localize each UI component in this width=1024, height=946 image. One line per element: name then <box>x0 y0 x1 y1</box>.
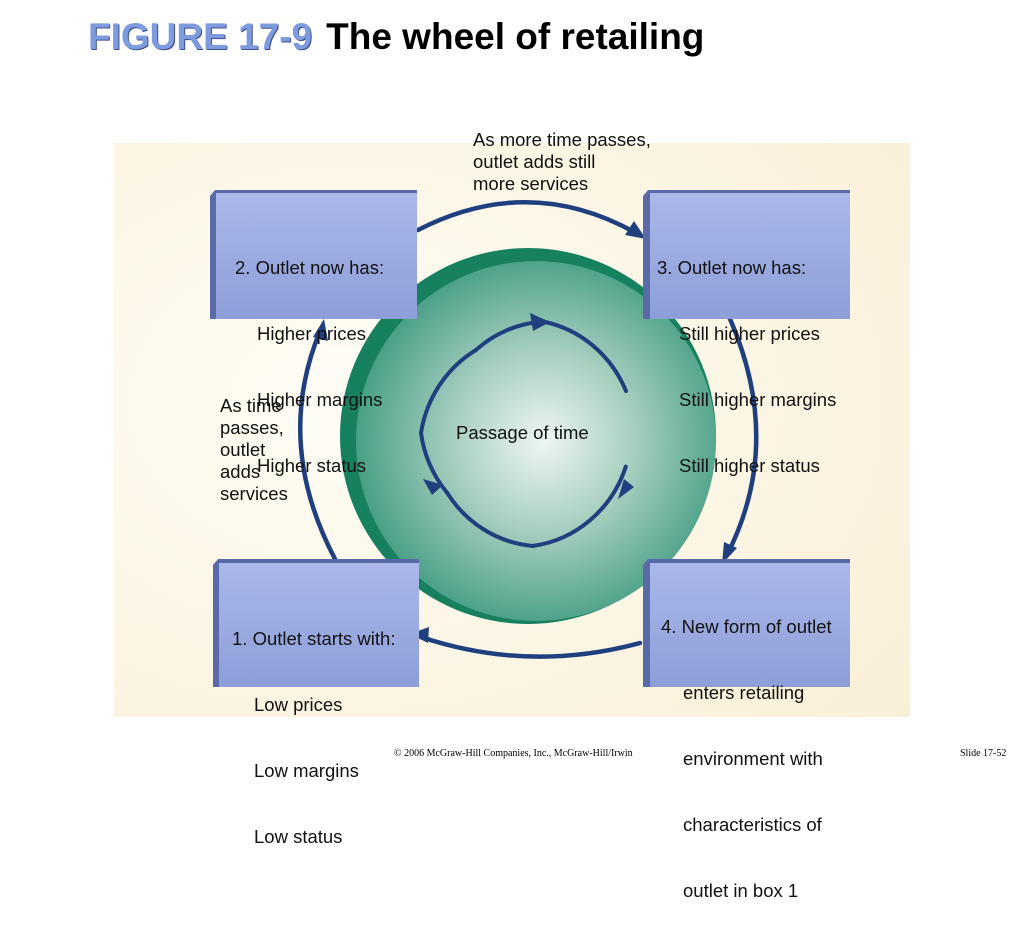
box-4-text: 4. New form of outlet enters retailing e… <box>661 572 832 946</box>
left-caption-line: As time <box>220 395 282 416</box>
left-caption: As time passes, outlet adds services <box>220 395 288 505</box>
copyright-footer: © 2006 McGraw-Hill Companies, Inc., McGr… <box>394 748 633 759</box>
box-3-shape <box>643 190 850 319</box>
box-4-line: enters retailing <box>683 682 805 703</box>
box-3-text: 3. Outlet now has: Still higher prices S… <box>657 213 836 521</box>
box-2-text: 2. Outlet now has: Higher prices Higher … <box>235 213 384 521</box>
inner-arrowheads <box>423 313 634 499</box>
figure-label: FIGURE 17-9 <box>88 16 313 57</box>
box-2-line: Higher status <box>257 455 366 476</box>
box-2-line: Higher prices <box>257 323 366 344</box>
box-4-heading: 4. New form of outlet <box>661 616 832 637</box>
left-caption-line: adds <box>220 461 261 482</box>
box-2-shape <box>210 190 417 319</box>
box-3-line: Still higher margins <box>679 389 837 410</box>
box-1-heading: 1. Outlet starts with: <box>232 628 396 649</box>
box-3-heading: 3. Outlet now has: <box>657 257 807 278</box>
box-1-line: Low margins <box>254 760 359 781</box>
box-1-line: Low status <box>254 826 343 847</box>
box-2-heading: 2. Outlet now has: <box>235 257 385 278</box>
box-3-line: Still higher prices <box>679 323 820 344</box>
top-caption-line: As more time passes, <box>473 129 651 150</box>
figure-title: The wheel of retailing <box>326 16 705 57</box>
inner-cycle-arrows <box>419 319 628 548</box>
left-caption-line: outlet <box>220 439 266 460</box>
box-1-line: Low prices <box>254 694 343 715</box>
left-caption-line: passes, <box>220 417 284 438</box>
box-4-line: outlet in box 1 <box>683 880 799 901</box>
box-4-line: characteristics of <box>683 814 822 835</box>
box-3-line: Still higher status <box>679 455 820 476</box>
diagram-panel: Passage of time As more time passes, out… <box>114 129 910 901</box>
left-caption-line: services <box>220 483 288 504</box>
box-4-shape <box>643 559 850 687</box>
slide-number: Slide 17-52 <box>960 748 1007 759</box>
time-circle <box>340 248 716 624</box>
slide-title: FIGURE 17-9 The wheel of retailing <box>88 16 704 58</box>
outer-arrowheads <box>313 221 737 643</box>
box-1-shape <box>213 559 419 687</box>
center-label: Passage of time <box>456 422 589 443</box>
box-1-text: 1. Outlet starts with: Low prices Low ma… <box>232 584 395 892</box>
top-caption-line: more services <box>473 173 589 194</box>
box-2-line: Higher margins <box>257 389 383 410</box>
outer-wheel-arrows <box>297 200 759 659</box>
top-caption: As more time passes, outlet adds still m… <box>473 129 651 195</box>
box-4-line: environment with <box>683 748 823 769</box>
top-caption-line: outlet adds still <box>473 151 596 172</box>
wheel-diagram <box>114 143 910 717</box>
